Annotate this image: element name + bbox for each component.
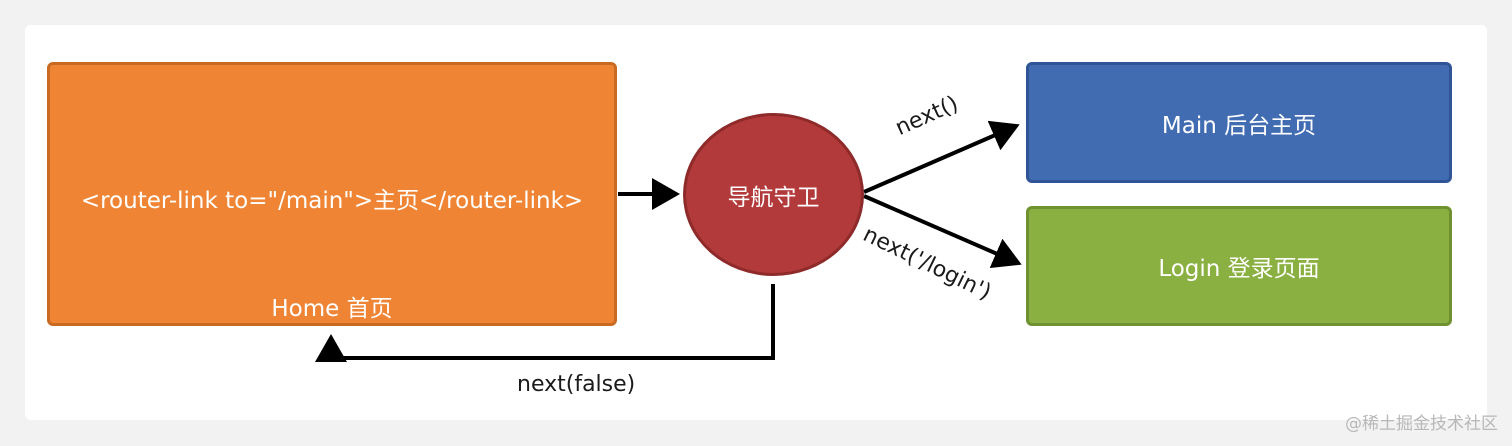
arrow-guard-back-to-home	[315, 284, 775, 362]
home-page-box: <router-link to="/main">主页</router-link>…	[47, 62, 617, 326]
router-link-code: <router-link to="/main">主页</router-link>	[80, 188, 584, 214]
navigation-guard-node: 导航守卫	[683, 113, 864, 276]
edge-label-next-false: next(false)	[517, 372, 636, 397]
watermark: @稀土掘金技术社区	[1345, 414, 1498, 434]
home-caption: Home 首页	[271, 296, 393, 322]
login-page-box: Login 登录页面	[1026, 206, 1452, 326]
arrow-guard-to-main	[863, 120, 1020, 194]
main-page-box: Main 后台主页	[1026, 62, 1452, 183]
arrow-guard-to-login	[863, 194, 1022, 269]
